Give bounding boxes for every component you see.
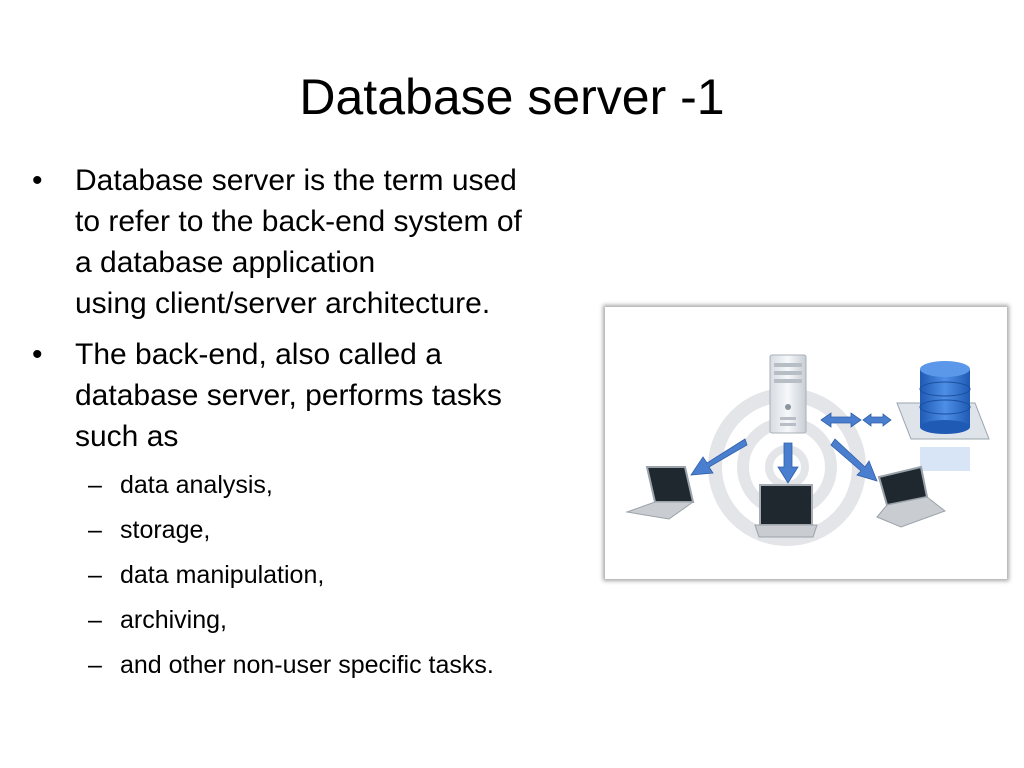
bullet-line: such as [75, 420, 179, 453]
sub-bullet-list: data analysis, storage, data manipulatio… [75, 463, 612, 688]
arrow-icon [690, 412, 892, 484]
bullet-line: using client/server architecture. [75, 287, 491, 320]
bullet-line: a database application [75, 246, 376, 279]
sub-bullet-item: data analysis, [75, 463, 612, 508]
laptop-icon [754, 484, 818, 538]
sub-bullet-item: archiving, [75, 598, 612, 643]
laptop-icon [625, 466, 695, 520]
sub-bullet-item: and other non-user specific tasks. [75, 643, 612, 688]
bullet-list: Database server is the term used to refe… [32, 160, 612, 698]
bullet-line: database server, performs tasks [75, 379, 502, 412]
bullet-item: The back-end, also called a database ser… [32, 334, 612, 688]
sub-bullet-item: storage, [75, 508, 612, 553]
laptop-icon [876, 465, 947, 528]
bullet-item: Database server is the term used to refe… [32, 160, 612, 324]
bullet-line: Database server is the term used [75, 164, 517, 197]
slide-title: Database server -1 [299, 69, 725, 125]
database-cylinder-icon [896, 361, 990, 471]
network-diagram-image [605, 307, 1007, 579]
bullet-line: The back-end, also called a [75, 338, 442, 371]
sub-bullet-item: data manipulation, [75, 553, 612, 598]
server-tower-icon [769, 354, 807, 434]
bullet-line: to refer to the back-end system of [75, 205, 522, 238]
